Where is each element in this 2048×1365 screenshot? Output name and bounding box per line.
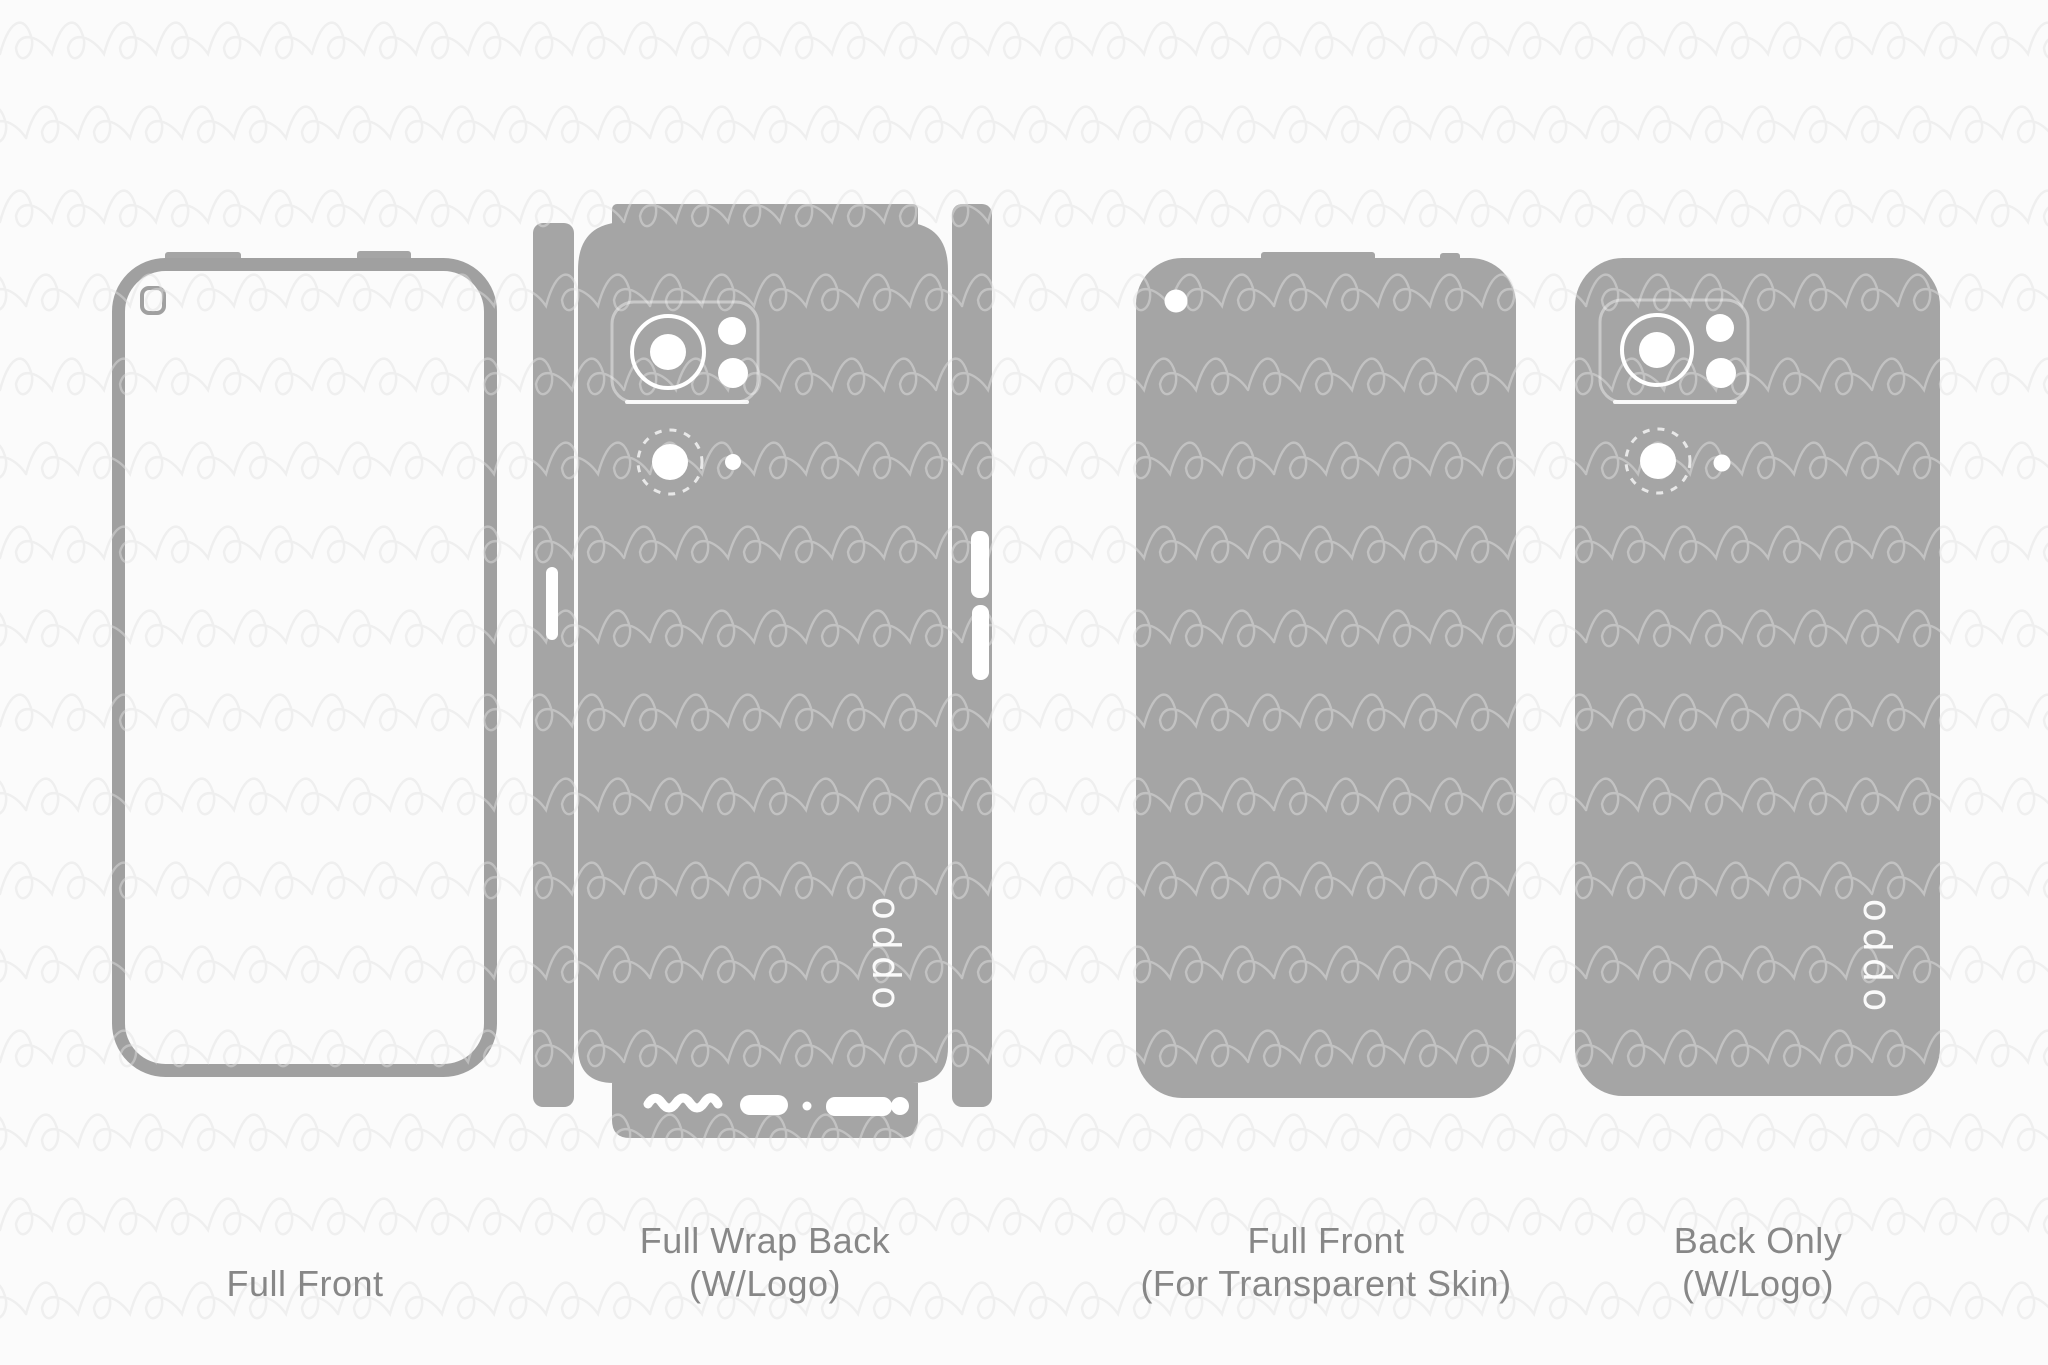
label-line: (W/Logo) <box>1681 1263 1835 1304</box>
label-full-front: Full Front <box>45 1262 565 1305</box>
label-full-wrap-back: Full Wrap Back (W/Logo) <box>505 1219 1025 1305</box>
label-line: Full Front <box>1247 1220 1405 1261</box>
label-line: (W/Logo) <box>688 1263 842 1304</box>
label-line: Full Wrap Back <box>639 1220 891 1261</box>
label-full-front-transparent: Full Front (For Transparent Skin) <box>1066 1219 1586 1305</box>
label-line: (For Transparent Skin) <box>1140 1263 1512 1304</box>
label-back-only: Back Only (W/Logo) <box>1498 1219 2018 1305</box>
label-line: Full Front <box>226 1263 384 1304</box>
label-line: Back Only <box>1673 1220 1843 1261</box>
